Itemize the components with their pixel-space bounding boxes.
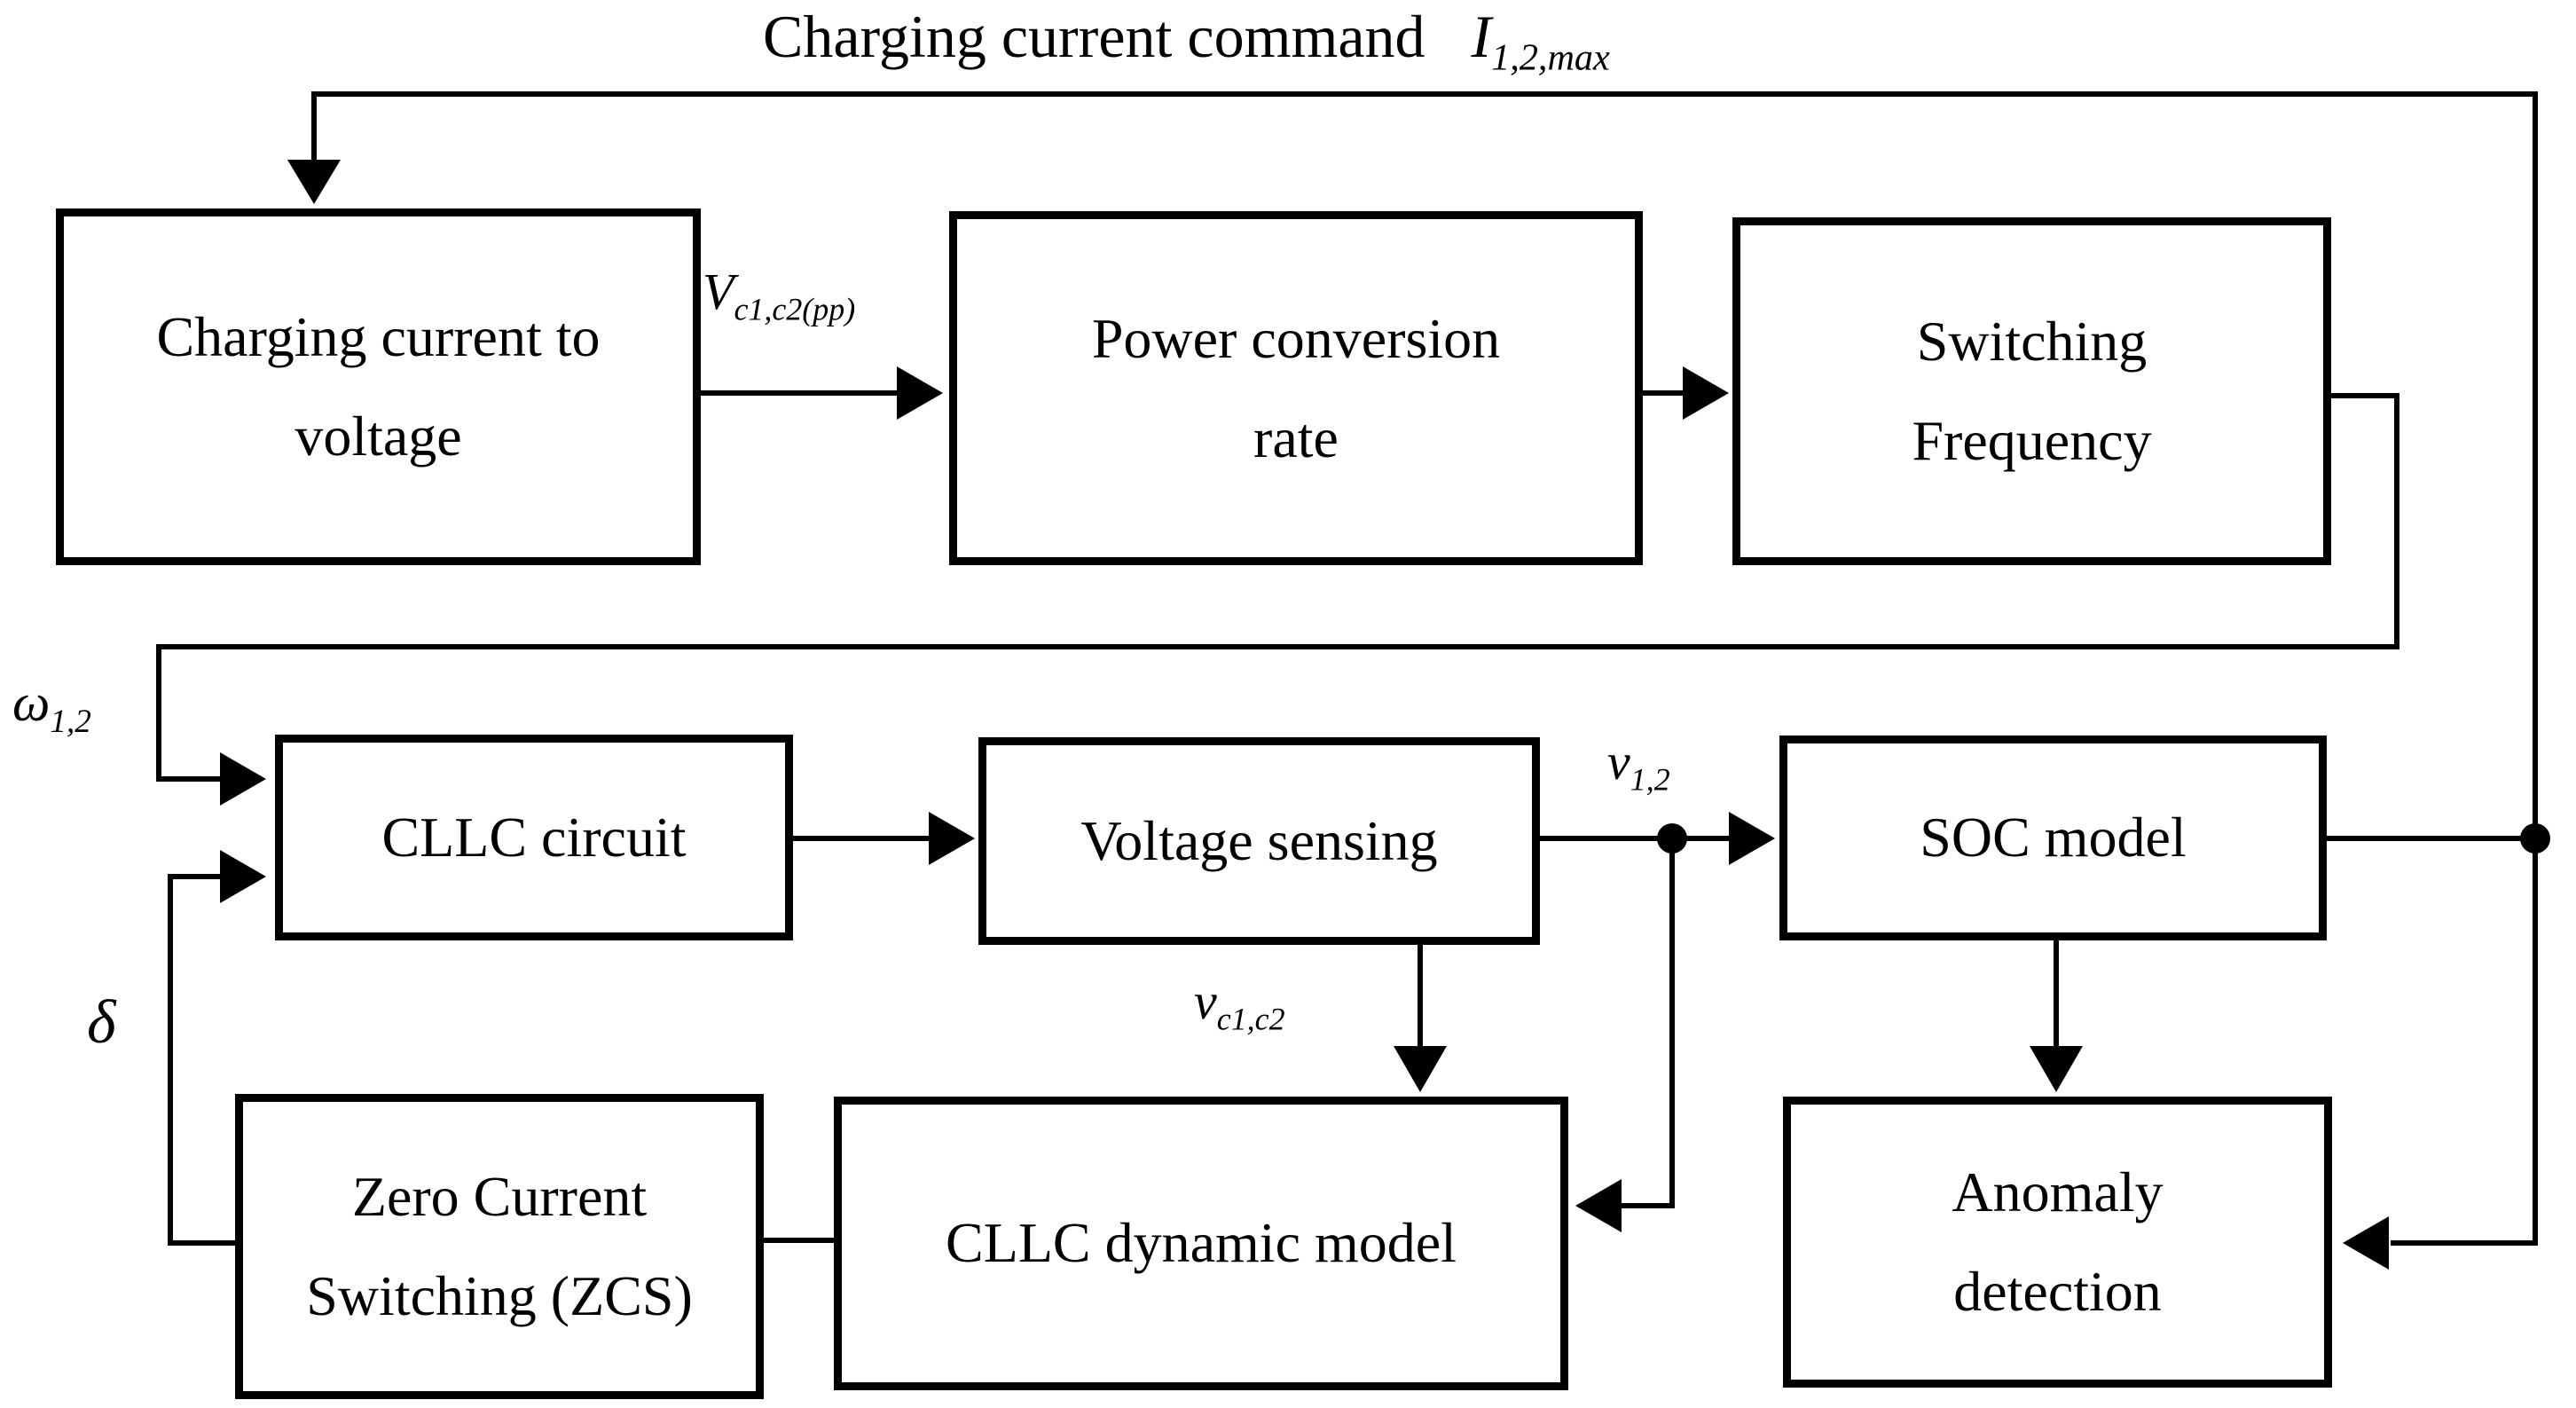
- arrowhead-into-dynamic-model-top: [1394, 1046, 1447, 1092]
- arrowhead-into-anomaly-top: [2030, 1046, 2083, 1092]
- arrowhead-into-voltage-sensing: [929, 812, 975, 865]
- arrowhead-omega-into-cllc: [220, 752, 266, 806]
- wire-v12-to-dynamic-model: [1620, 838, 1675, 1208]
- title-symbol-I: I1,2,max: [1471, 3, 1610, 79]
- arrowhead-into-dynamic-model-right: [1575, 1179, 1622, 1232]
- wire-zcs-delta-to-cllc: [168, 874, 235, 1246]
- diagram-title-text: Charging current command: [763, 3, 1425, 70]
- wire-charging-command-feedback: [311, 91, 2538, 838]
- block-soc-model: SOC model: [1779, 735, 2327, 940]
- arrowhead-delta-into-cllc: [220, 850, 266, 903]
- wire-feedback-to-anomaly: [2391, 838, 2538, 1246]
- arrowhead-into-charging-current-box: [287, 160, 341, 204]
- signal-label-angular-frequency: ω1,2: [12, 673, 91, 740]
- signal-label-capacitor-voltage: vc1,c2: [1194, 972, 1285, 1037]
- wire-switching-to-cllc: [156, 393, 2399, 782]
- arrowhead-into-soc-model: [1729, 812, 1775, 865]
- signal-label-phase-shift: δ: [87, 988, 116, 1057]
- arrowhead-into-power-conversion: [897, 366, 943, 420]
- block-voltage-sensing: Voltage sensing: [978, 737, 1540, 945]
- block-cllc-circuit: CLLC circuit: [275, 735, 793, 940]
- arrowhead-into-anomaly-right: [2343, 1216, 2389, 1270]
- signal-label-battery-voltage: v1,2: [1607, 733, 1670, 798]
- junction-dot-right-rail: [2520, 823, 2550, 853]
- signal-label-capacitor-voltage-pp: Vc1,c2(pp): [703, 263, 856, 327]
- arrowhead-into-switching-frequency: [1683, 366, 1729, 420]
- block-cllc-dynamic-model: CLLC dynamic model: [834, 1097, 1568, 1390]
- diagram-title: Charging current command I1,2,max: [763, 2, 1610, 77]
